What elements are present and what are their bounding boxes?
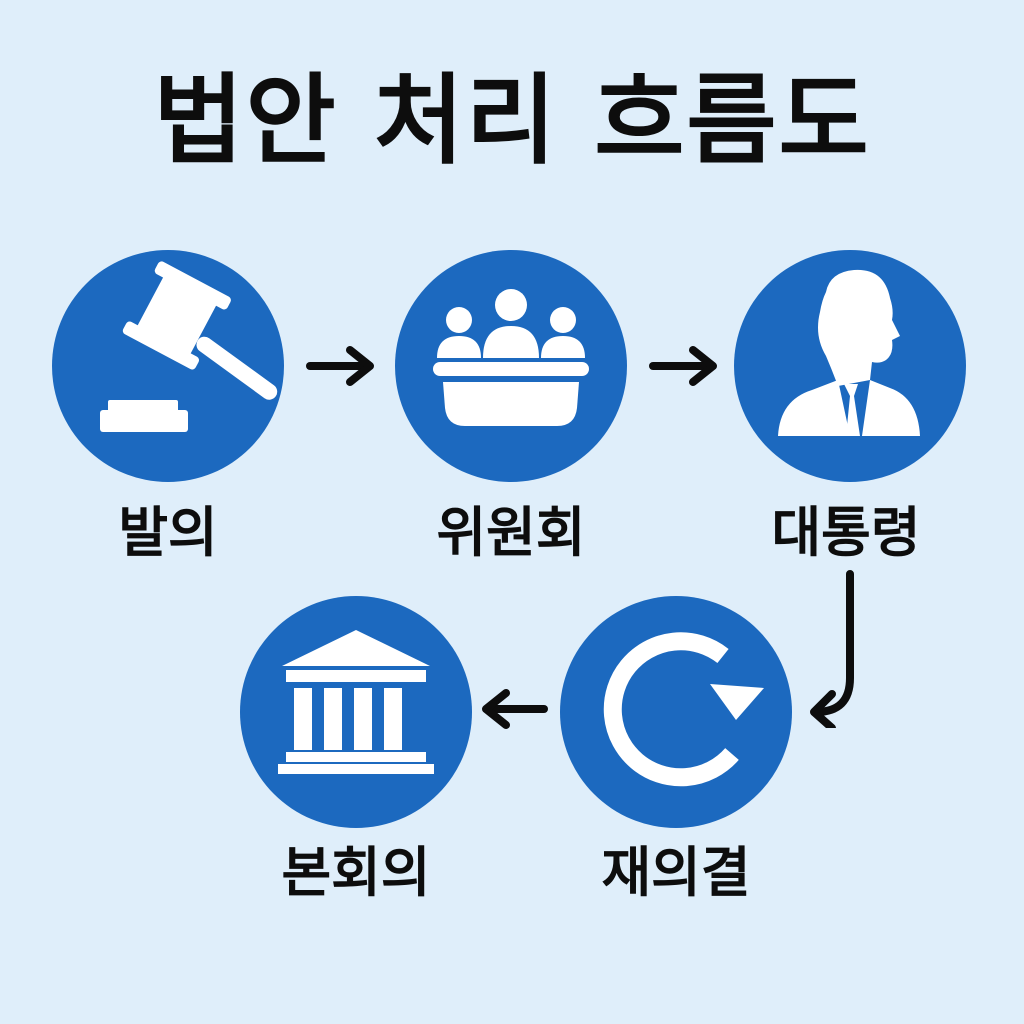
arrow-left-icon bbox=[482, 689, 548, 729]
diagram-title: 법안 처리 흐름도 bbox=[153, 64, 871, 178]
president-icon bbox=[778, 269, 920, 436]
arrow-right-icon bbox=[306, 346, 374, 386]
step-label-plenary: 본회의 bbox=[281, 841, 431, 904]
committee-icon bbox=[433, 289, 589, 426]
arrow-curve-down-left-icon bbox=[810, 570, 854, 728]
refresh-cycle-icon bbox=[603, 632, 764, 787]
step-circle-committee bbox=[395, 250, 627, 482]
parliament-building-icon bbox=[278, 630, 434, 774]
step-label-committee: 위원회 bbox=[436, 501, 586, 564]
arrow-right-icon bbox=[649, 346, 717, 386]
step-circle-reconsider bbox=[560, 596, 792, 828]
step-circle-president bbox=[734, 250, 966, 482]
step-label-reconsider: 재의결 bbox=[601, 841, 751, 904]
step-label-president: 대통령 bbox=[771, 501, 921, 564]
step-circle-plenary bbox=[240, 596, 472, 828]
gavel-icon bbox=[100, 261, 278, 432]
step-label-propose: 발의 bbox=[118, 501, 218, 564]
step-circle-propose bbox=[52, 250, 284, 482]
